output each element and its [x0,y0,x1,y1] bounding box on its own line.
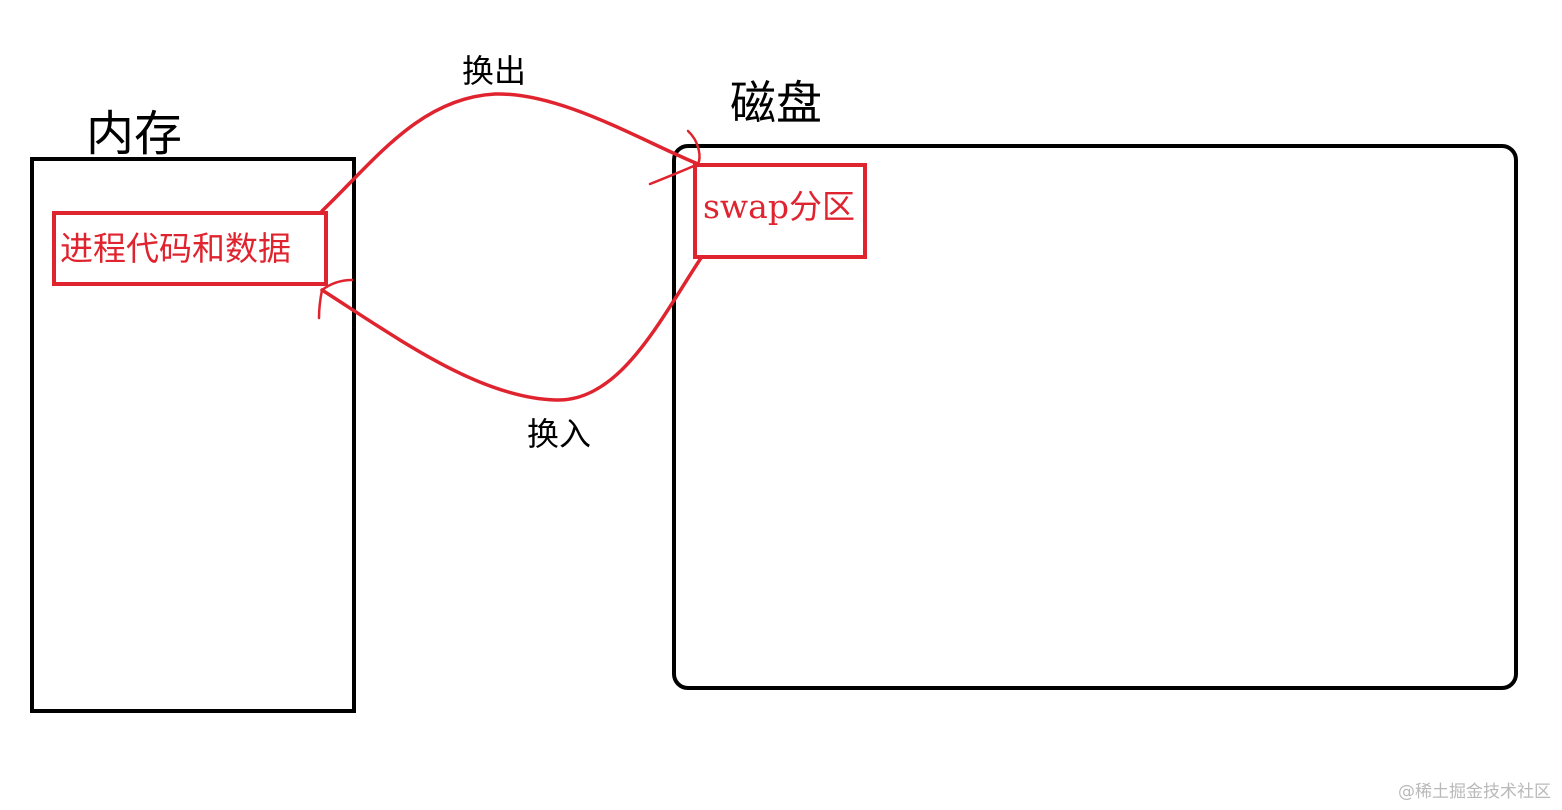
process-data-box [52,211,328,286]
process-code-data-label: 进程代码和数据 [60,229,291,268]
swap-in-arrowhead [317,278,354,320]
swap-out-arrowhead [648,129,701,186]
swap-partition-box [693,163,867,259]
swap-partition-label: swap分区 [703,187,855,226]
swap-out-arrow [320,92,700,213]
memory-title: 内存 [86,106,183,162]
memory-box [30,157,356,713]
swap-out-label: 换出 [462,52,527,90]
watermark: @稀土掘金技术社区 [1398,782,1551,802]
disk-title: 磁盘 [730,76,822,130]
swap-in-arrow [320,256,703,402]
swap-in-label: 换入 [527,415,592,453]
disk-box [672,144,1518,690]
